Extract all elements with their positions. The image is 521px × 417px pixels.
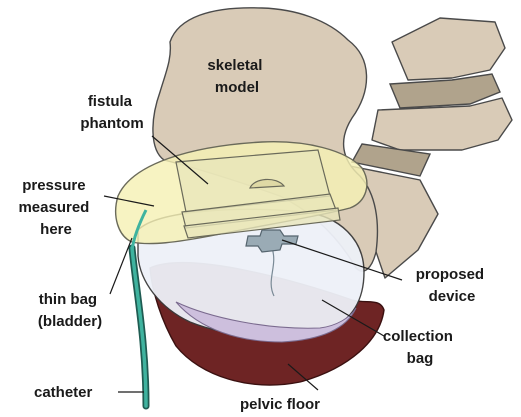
label-catheter: catheter <box>34 384 93 401</box>
label-fistula-phantom: fistula phantom <box>80 93 143 132</box>
label-collection-bag: collection bag <box>383 328 457 367</box>
label-pelvic-floor: pelvic floor <box>240 396 320 413</box>
label-proposed-device: proposed device <box>416 266 489 305</box>
label-thin-bag-bladder: thin bag (bladder) <box>38 291 102 330</box>
label-pressure-measured-here: pressure measured here <box>18 177 93 238</box>
